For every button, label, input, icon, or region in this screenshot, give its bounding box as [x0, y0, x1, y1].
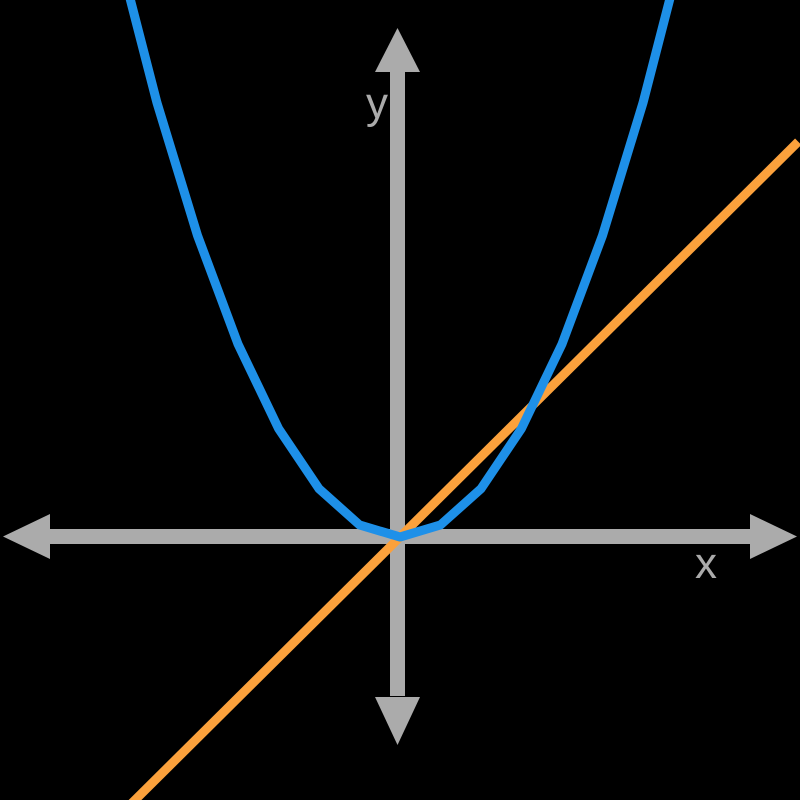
- x-axis-arrow-left-icon: [3, 514, 50, 559]
- y-axis-label: y: [366, 79, 388, 128]
- y-axis-line: [390, 48, 405, 696]
- y-axis-arrow-up-icon: [375, 28, 420, 72]
- series-curve-y-equals-x-squared: [125, 0, 675, 542]
- x-axis-label: x: [695, 539, 717, 588]
- y-axis-arrow-down-icon: [375, 697, 420, 745]
- x-axis-arrow-right-icon: [750, 514, 797, 559]
- vertical-axis: [375, 28, 420, 745]
